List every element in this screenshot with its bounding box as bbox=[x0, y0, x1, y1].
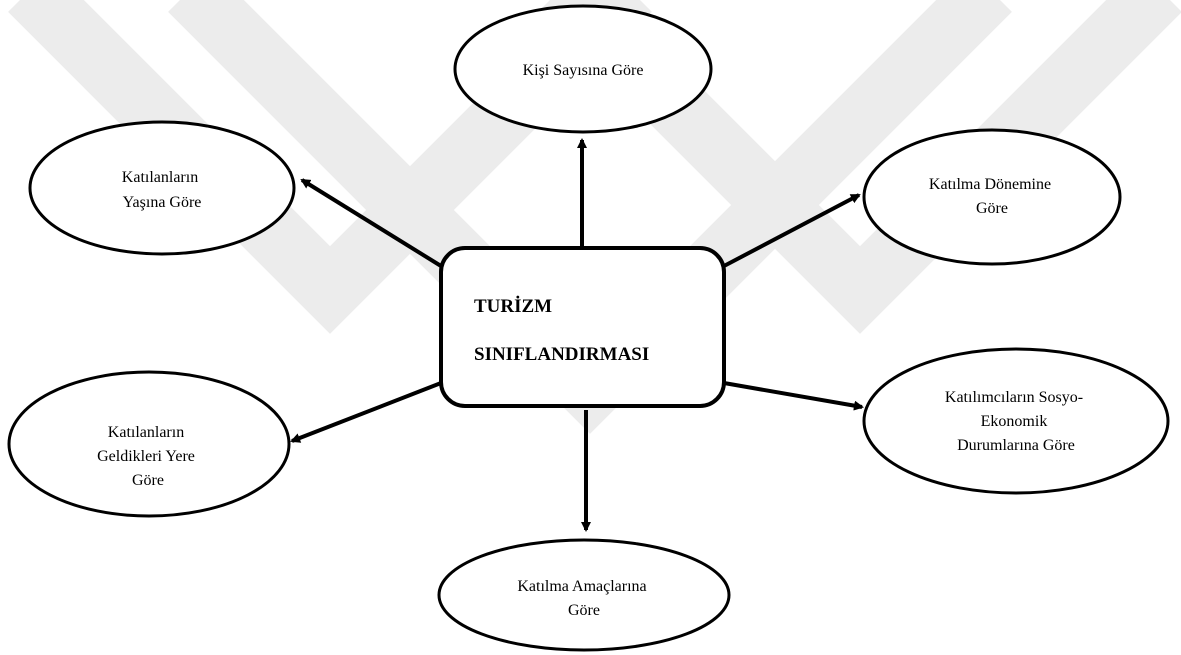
node-bottom-right-label: Katılımcıların Sosyo- Ekonomik Durumları… bbox=[945, 389, 1087, 454]
node-bottom-left-label: Katılanların Geldikleri Yere Göre bbox=[97, 424, 199, 489]
node-bottom-right-line-3: Durumlarına Göre bbox=[957, 437, 1075, 454]
arrow-to-top-right bbox=[723, 193, 861, 268]
node-bottom-left-line-1: Katılanların bbox=[108, 424, 184, 441]
center-title-line1: TURİZM bbox=[474, 296, 552, 317]
arrow-to-bottom-left bbox=[290, 381, 442, 443]
node-top-label: Kişi Sayısına Göre bbox=[523, 62, 644, 79]
center-title-line2: SINIFLANDIRMASI bbox=[474, 344, 649, 365]
center-box bbox=[439, 246, 726, 408]
node-top-line-1: Kişi Sayısına Göre bbox=[523, 62, 644, 79]
node-top-left-line-2: Yaşına Göre bbox=[123, 194, 202, 211]
node-top-left-label: Katılanların Yaşına Göre bbox=[122, 169, 202, 211]
node-bottom-left-ellipse bbox=[7, 370, 291, 518]
arrow-to-bottom-right bbox=[723, 381, 864, 411]
node-bottom-ellipse bbox=[437, 538, 731, 652]
node-bottom-line-1: Katılma Amaçlarına bbox=[517, 578, 646, 595]
node-bottom-right-ellipse bbox=[862, 347, 1170, 495]
node-bottom-left-line-3: Göre bbox=[132, 472, 164, 489]
node-bottom-label: Katılma Amaçlarına Göre bbox=[517, 578, 650, 619]
arrow-to-top-left bbox=[300, 178, 443, 268]
node-top-left-line-1: Katılanların bbox=[122, 169, 198, 186]
node-top-right-line-2: Göre bbox=[976, 200, 1008, 217]
node-top-left-ellipse bbox=[28, 120, 296, 256]
node-top-ellipse bbox=[453, 4, 713, 134]
node-top-right-label: Katılma Dönemine Göre bbox=[929, 176, 1055, 217]
node-bottom-left-line-2: Geldikleri Yere bbox=[97, 448, 195, 465]
node-bottom-line-2: Göre bbox=[568, 602, 600, 619]
node-top-right-ellipse bbox=[862, 128, 1122, 266]
node-top-right-line-1: Katılma Dönemine bbox=[929, 176, 1051, 193]
node-bottom-right-line-2: Ekonomik bbox=[981, 413, 1048, 430]
node-bottom-right-line-1: Katılımcıların Sosyo- bbox=[945, 389, 1083, 406]
